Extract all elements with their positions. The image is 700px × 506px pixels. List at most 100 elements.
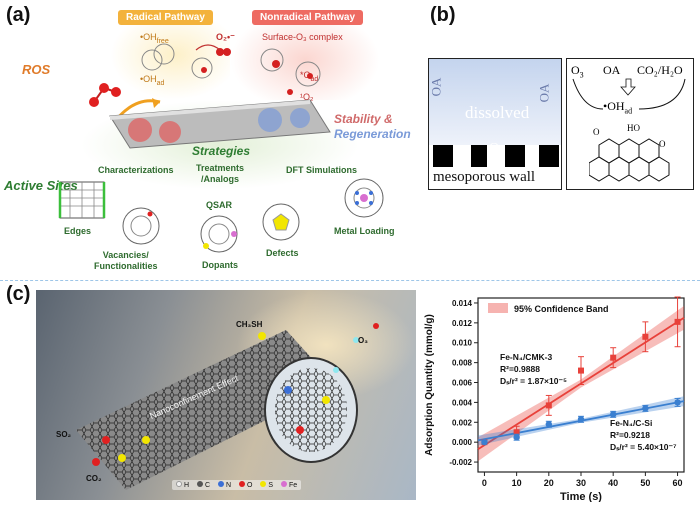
legend-dot-c [197, 481, 204, 487]
y-tick-label: 0.002 [452, 418, 473, 427]
metal-loading-molecule-icon [344, 178, 384, 218]
edges-molecule-icon [58, 181, 106, 219]
graphene-sheet [109, 99, 331, 149]
x-tick-label: 20 [544, 478, 554, 488]
singlet-o2-label: ¹O₂ [300, 92, 314, 102]
oh-free-text: •OH [140, 32, 157, 42]
edges-label: Edges [64, 226, 92, 236]
ozone-molecule [89, 83, 121, 107]
regeneration-text: Regeneration [334, 127, 411, 141]
dft-label: DFT Simulations [286, 165, 358, 175]
series-annotation-1: R²=0.9218 [610, 430, 650, 440]
legend-dot-o [239, 481, 246, 487]
data-point-circle [642, 405, 649, 412]
surface-o3-label: Surface-O₃ complex [262, 32, 343, 42]
stability-text: Stability & [334, 112, 393, 126]
data-point-square [578, 367, 584, 374]
nanotube-illustration [76, 323, 379, 490]
oa-left-label: OA [428, 77, 444, 97]
ch3sh-label: CH₃SH [236, 320, 263, 329]
nonradical-glow [230, 10, 380, 110]
y-tick-label: 0.004 [452, 398, 473, 407]
strategies-label: Strategies [192, 144, 251, 158]
wall-block-1 [433, 145, 453, 167]
legend-dot-s [260, 481, 267, 487]
oh-ad-label: •OHad [140, 74, 164, 87]
x-tick-label: 0 [482, 478, 487, 488]
legend-text: 95% Confidence Band [514, 304, 609, 314]
nonradical-molecules [260, 48, 321, 95]
stability-label: Stability & Regeneration [334, 112, 411, 142]
dopants-label: Dopants [202, 260, 238, 270]
legend-text-h: H [183, 482, 190, 489]
graphene-sheet-illustration [89, 43, 331, 149]
legend-item-s: S [260, 481, 273, 489]
x-tick-label: 10 [512, 478, 522, 488]
x-tick-label: 50 [640, 478, 650, 488]
x-tick-label: 40 [608, 478, 618, 488]
x-tick-label: 30 [576, 478, 586, 488]
o3-label: O3 [489, 141, 504, 158]
aromatic-molecule [589, 138, 670, 182]
legend-text-o: O [247, 482, 253, 489]
data-point-circle [674, 399, 681, 406]
y-tick-label: -0.002 [449, 458, 472, 467]
wall-block-4 [539, 145, 559, 167]
nanotube-scene: CH₃SH O₃ SO₂ CO₂ Nanoconfinement Effect … [36, 290, 416, 500]
series-annotation-0: Dₛ/r² = 1.87×10⁻⁵ [500, 376, 567, 386]
molecule-o-left: O [593, 127, 600, 137]
oh-ad-sub: ad [156, 79, 165, 87]
data-point-circle [545, 421, 553, 428]
series-annotation-0: Fe-N₄/CMK-3 [500, 352, 552, 362]
panel-label-b: (b) [430, 4, 456, 26]
y-tick-label: 0.006 [452, 379, 473, 388]
reaction-o3-sub: 3 [579, 70, 584, 80]
solution-region [429, 59, 561, 145]
treatments-label: Treatments /Analogs [196, 163, 245, 184]
radical-pathway-label: Radical Pathway [118, 10, 213, 25]
x-tick-label: 60 [673, 478, 683, 488]
legend-item-fe: Fe [281, 481, 297, 489]
data-point-circle [481, 438, 488, 446]
o-ad-sub: ad [310, 75, 319, 83]
qsar-label: QSAR [206, 200, 233, 210]
cycle-arrow [195, 44, 221, 51]
panel-label-c: (c) [6, 283, 31, 305]
o3-text: O [489, 141, 500, 156]
legend-text-fe: Fe [289, 482, 298, 489]
wall-block-2 [471, 145, 487, 167]
data-point-square [642, 333, 649, 340]
legend-dot-fe [281, 481, 288, 487]
legend-dot-h [176, 481, 182, 487]
reaction-oh-sub: ad [624, 106, 633, 116]
data-point-circle [577, 416, 585, 423]
y-tick-label: 0.008 [452, 359, 473, 368]
legend-text-n: N [225, 482, 232, 489]
y-axis-label: Adsorption Quantity (mmol/g) [424, 314, 435, 456]
wall-text: wall [509, 169, 536, 185]
molecule-o-right: O [659, 139, 666, 149]
legend-text-s: S [268, 482, 274, 489]
data-point-circle [513, 434, 520, 441]
oh-free-sub: free [156, 37, 169, 45]
oa-right-label: OA [536, 83, 552, 103]
oh-free-label: •OHfree [140, 32, 169, 45]
y-tick-label: 0.000 [452, 438, 473, 447]
mesoporous-wall-label: mesoporous wall [433, 169, 535, 186]
legend-text-c: C [204, 482, 211, 489]
y-tick-label: 0.014 [452, 299, 473, 308]
data-point-circle [609, 411, 617, 418]
adsorption-chart: 0 10 20 30 40 50 60 -0.002 0.000 0.002 0.004 0.006 0… [424, 296, 685, 502]
series-annotation-1: Dₛ/r² = 5.40×10⁻⁷ [610, 442, 677, 452]
x-axis-label: Time (s) [560, 491, 602, 502]
radical-molecules [141, 43, 231, 79]
nonradical-pathway-label: Nonradical Pathway [252, 10, 364, 25]
reaction-o3: O3 [571, 63, 584, 79]
ros-label: ROS [22, 62, 51, 77]
reaction-oa: OA [603, 63, 621, 77]
legend-item-n: N [218, 481, 231, 489]
data-point-square [545, 402, 552, 409]
reaction-o3-text: O [571, 63, 580, 77]
y-tick-label: 0.012 [452, 319, 473, 328]
o2-radical-label: O₂•⁻ [216, 32, 235, 42]
